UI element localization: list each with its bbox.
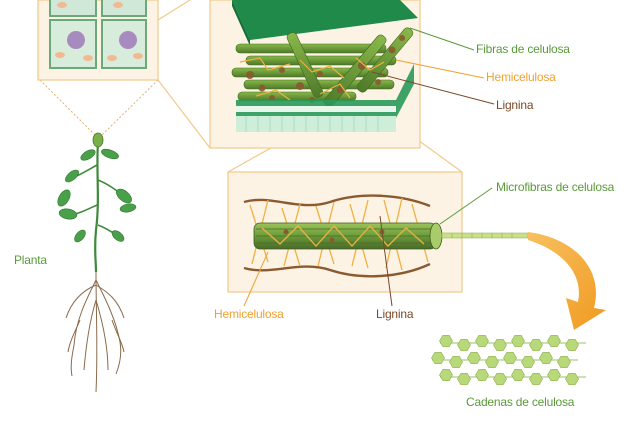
middle-leader-lines [243,187,493,307]
hemicellulose-top [239,57,385,101]
glucose-hexagon [529,373,543,385]
label-lignina-bottom: Lignina [376,307,414,321]
glucose-hexagon [467,352,481,364]
label-hemicelulosa-top: Hemicelulosa [486,70,556,84]
glucose-hexagon [521,356,535,368]
glucose-hexagon [449,356,463,368]
glucose-hexagon [431,352,445,364]
cellulose-sheet-top [232,0,418,40]
cell-nucleus [67,31,85,49]
cellulose-sheet-bottom [236,64,414,132]
glucose-hexagon [457,339,471,351]
cellulose-microfibril [253,222,443,250]
lignin-top [246,35,405,103]
glucose-hexagon [539,352,553,364]
cellulose-strand [441,232,529,239]
curved-arrow [528,232,606,330]
plant-stem [94,141,100,273]
glucose-hexagon [457,373,471,385]
glucose-hexagon [565,373,579,385]
plant-cell-inset [37,0,159,81]
label-microfibras: Microfibras de celulosa [496,180,615,194]
cell-wall-inset [209,0,421,149]
zoom-connector-lines [39,79,159,136]
glucose-hexagon [529,339,543,351]
glucose-hexagon [475,335,489,347]
glucose-hexagon [485,356,499,368]
plant-roots [65,271,125,393]
glucose-hexagon [493,339,507,351]
plant-leaves [57,148,137,243]
plant-illustration [57,132,137,393]
glucose-hexagon [547,335,561,347]
label-planta: Planta [14,253,47,267]
glucose-hexagon [511,335,525,347]
glucose-hexagon [565,339,579,351]
lignin-lower-curve [243,262,431,278]
cellulose-chains [431,335,586,385]
label-hemicelulosa-bottom: Hemicelulosa [214,307,284,321]
top-leader-lines [371,27,495,105]
glucose-hexagon [439,335,453,347]
label-fibras-celulosa: Fibras de celulosa [476,42,570,56]
label-cadenas-celulosa: Cadenas de celulosa [466,395,575,409]
glucose-hexagon [503,352,517,364]
glucose-hexagon [439,369,453,381]
glucose-hexagon [511,369,525,381]
label-lignina-top: Lignina [496,98,534,112]
glucose-hexagon [557,356,571,368]
microfibril-inset [227,171,463,293]
glucose-hexagon [475,369,489,381]
flower-bud [92,132,104,148]
glucose-hexagon [493,373,507,385]
glucose-hexagon [547,369,561,381]
